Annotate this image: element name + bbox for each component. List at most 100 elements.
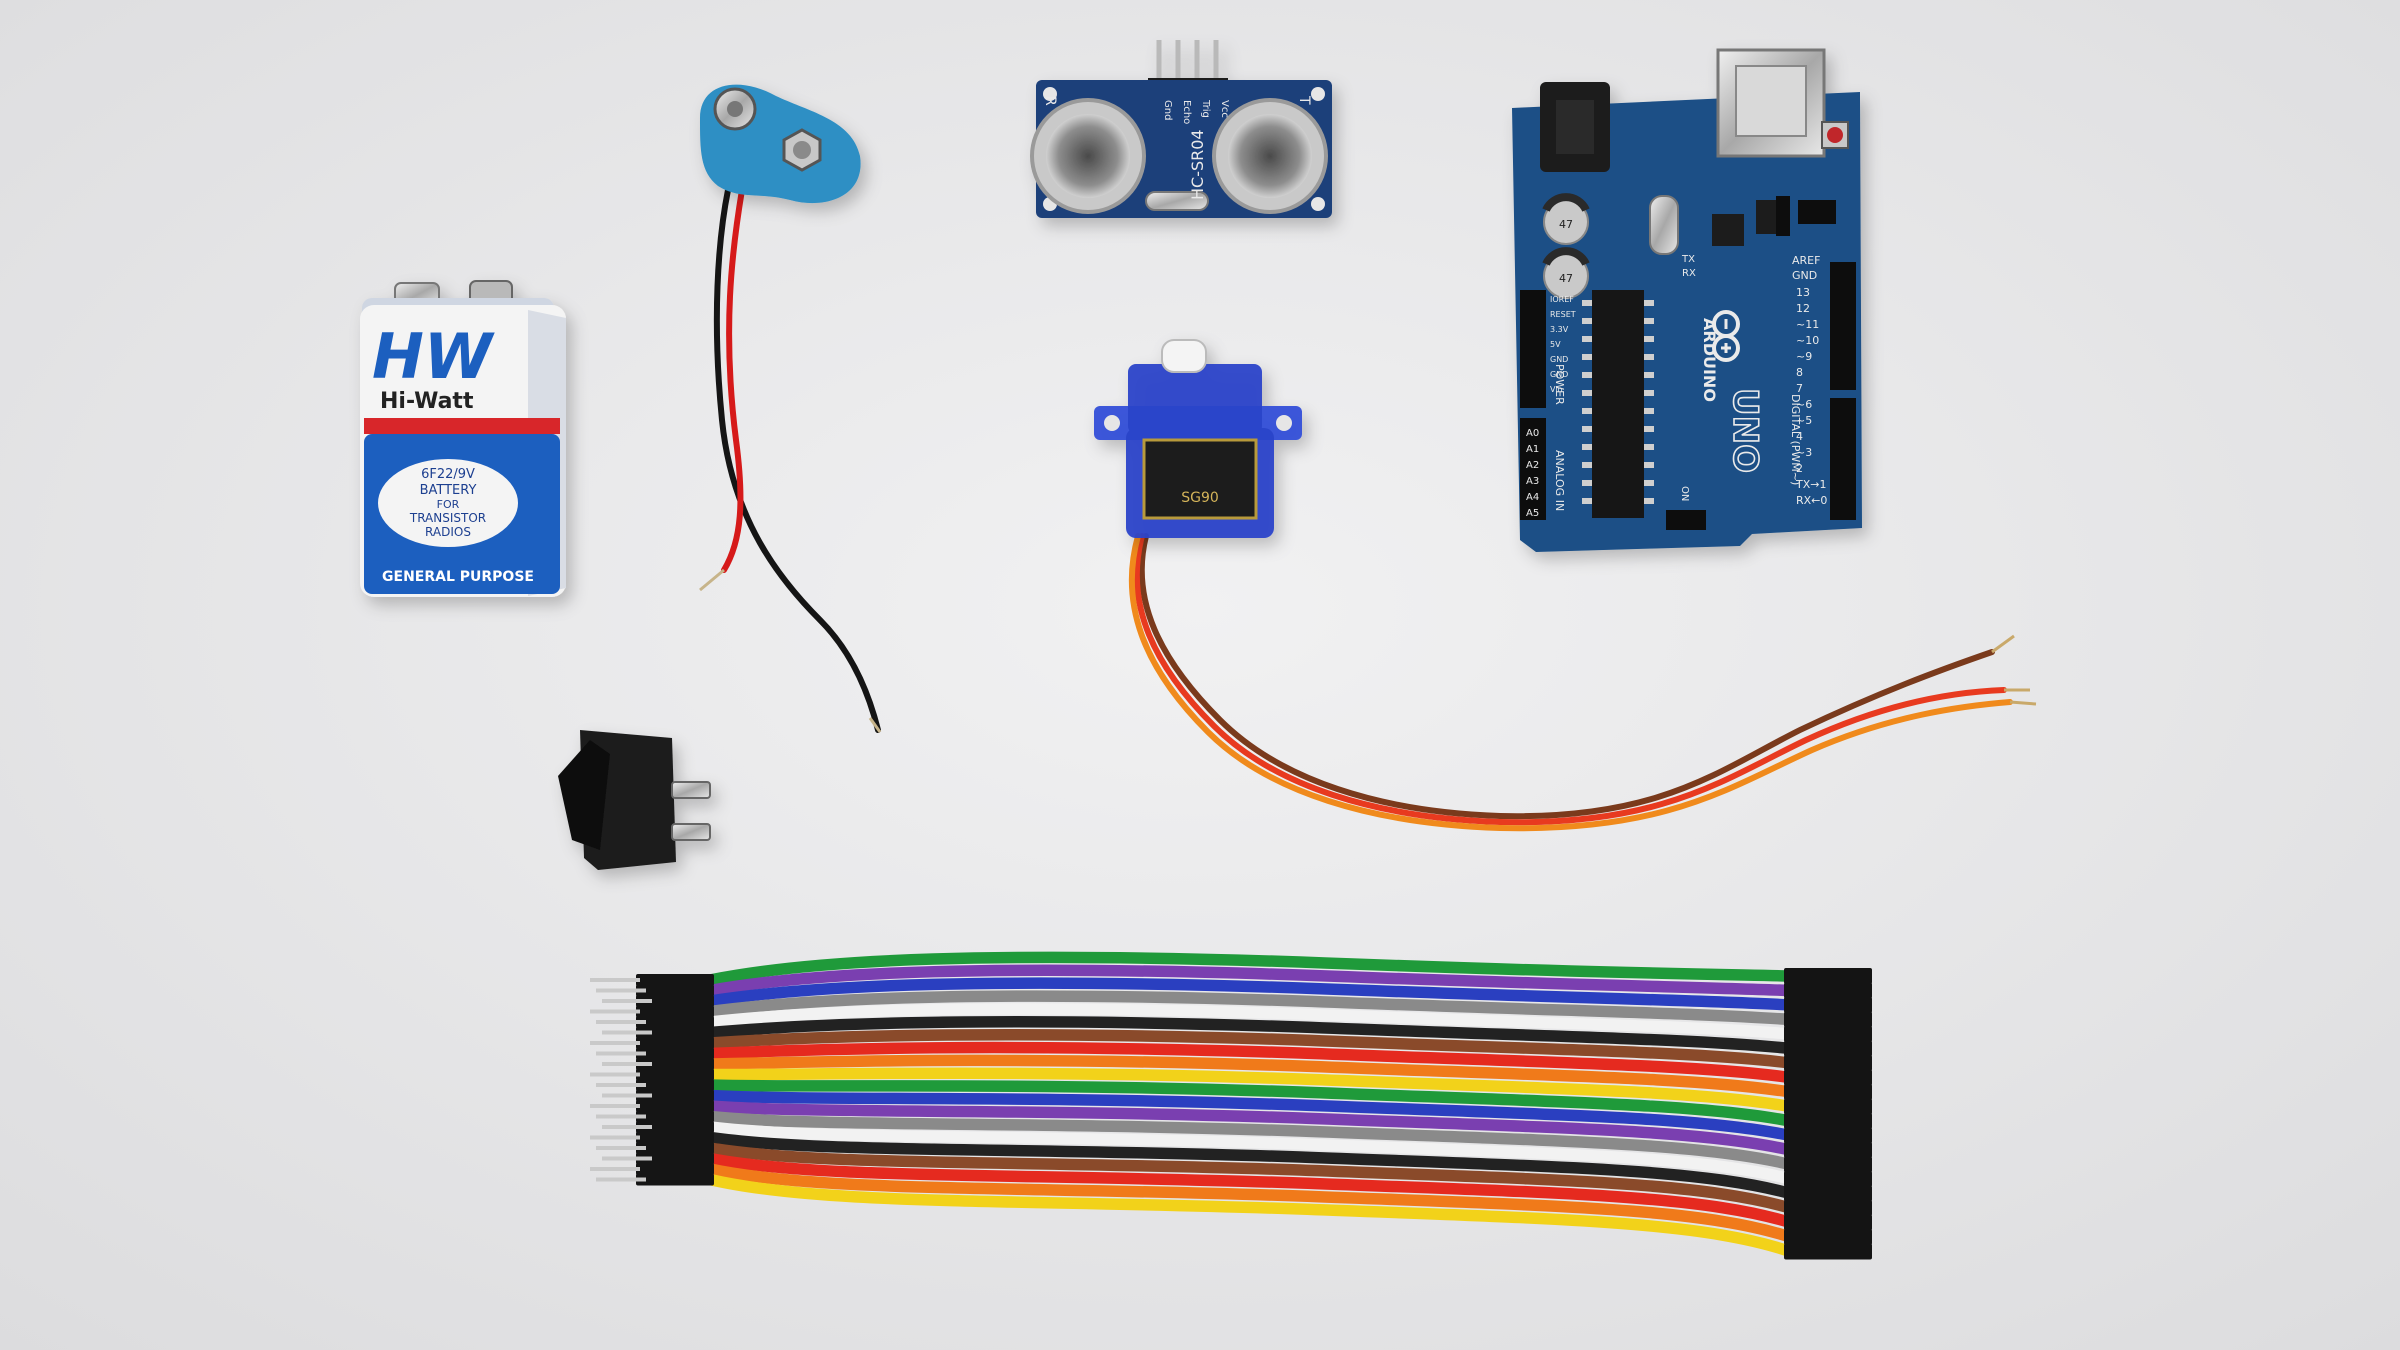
- board-capacitor-2: 47: [1542, 247, 1590, 299]
- jumper-wire: [704, 1100, 1796, 1156]
- jumper-male-pin: [596, 1114, 646, 1119]
- jumper-female-socket: [1784, 1185, 1872, 1202]
- sensor-crystal: [1145, 191, 1209, 211]
- jumper-female-socket: [1784, 968, 1872, 984]
- servo-brown-wire: [1138, 533, 1995, 820]
- board-power-pin-label: GND: [1550, 370, 1568, 379]
- board-digital-pin-label: 13: [1796, 286, 1810, 299]
- jumper-female-socket: [1784, 997, 1872, 1013]
- jumper-male-pin: [590, 1104, 640, 1108]
- jumper-male-pin: [596, 1177, 646, 1182]
- jumper-male-housing: [636, 1131, 714, 1144]
- sensor-pin-label-echo: Echo: [1181, 100, 1192, 124]
- jumper-male-housing: [636, 1016, 714, 1028]
- jumper-male-pin: [596, 988, 646, 993]
- battery-oval-line4: TRANSISTOR: [409, 511, 486, 525]
- battery-oval-line3: FOR: [437, 498, 460, 511]
- jumper-female-socket: [1784, 1214, 1872, 1231]
- jumper-male-pin: [590, 1167, 640, 1171]
- jumper-male-housing: [636, 1058, 714, 1070]
- jumper-wire: [704, 1131, 1796, 1200]
- servo-model-label: SG90: [1181, 490, 1219, 506]
- battery-9v: HW Hi-Watt 6F22/9V BATTERY FOR TRANSISTO…: [360, 280, 566, 597]
- jumper-wire: [704, 1152, 1796, 1229]
- board-analog-header: [1520, 418, 1546, 520]
- board-analog-label: ANALOG IN: [1553, 450, 1566, 511]
- jumper-wire: [704, 977, 1796, 1011]
- board-analog-pin-label: A2: [1526, 460, 1539, 471]
- jumper-wires: [704, 951, 1796, 1258]
- board-power-pin-label: GND: [1550, 355, 1568, 364]
- jumper-female-socket: [1784, 1229, 1872, 1245]
- sensor-mark-r: R: [1042, 96, 1058, 106]
- board-power-pin-label: Vin: [1550, 385, 1563, 394]
- jumper-female-socket: [1784, 1084, 1872, 1100]
- jumper-male-pin: [590, 1072, 640, 1077]
- jumper-male-housing: [636, 974, 714, 986]
- jumper-male-pin: [602, 1156, 652, 1161]
- jumper-male-pin: [602, 1030, 652, 1035]
- jumper-male-housing: [636, 1152, 714, 1165]
- jumper-male-housing: [636, 1121, 714, 1133]
- board-digital-pin-label: ~5: [1796, 414, 1812, 427]
- jumper-female-socket: [1784, 1098, 1872, 1115]
- jumper-wire: [704, 1089, 1796, 1142]
- jumper-male-pin: [590, 978, 640, 982]
- board-power-pin-label: RESET: [1550, 310, 1576, 319]
- jumper-male-pin: [602, 999, 652, 1003]
- jumper-male-housing: [636, 1005, 714, 1018]
- jumper-female-socket: [1784, 1243, 1872, 1260]
- battery-footer: GENERAL PURPOSE: [382, 569, 534, 585]
- board-digital-pin-label: 2: [1796, 462, 1803, 475]
- jumper-wire: [704, 1121, 1796, 1185]
- svg-text:47: 47: [1559, 218, 1573, 231]
- jumper-male-pins: [590, 974, 714, 1186]
- jumper-wire: [704, 1173, 1796, 1258]
- board-digital-header-top: [1830, 262, 1856, 390]
- board-power-pin-label: IOREF: [1550, 295, 1574, 304]
- arduino-logo-icon: [1712, 310, 1740, 362]
- board-capacitor-1: 47: [1542, 193, 1590, 245]
- jumper-wire-bundle: [590, 951, 1872, 1260]
- jumper-male-pin: [602, 1062, 652, 1066]
- board-digital-pin-label: ~9: [1796, 350, 1812, 363]
- jumper-female-socket: [1784, 1200, 1872, 1216]
- jumper-male-housing: [636, 1026, 714, 1039]
- jumper-male-housing: [636, 1163, 714, 1175]
- jumper-wire: [704, 1041, 1796, 1084]
- jumper-male-housing: [636, 1100, 714, 1112]
- board-model-label: UNO: [1725, 388, 1765, 473]
- board-digital-header-bottom: [1830, 398, 1856, 520]
- board-digital-label: DIGITAL (PWM~): [1789, 394, 1802, 485]
- servo-motor: SG90: [1094, 339, 2037, 832]
- board-power-pin-label: 5V: [1550, 340, 1561, 349]
- rocker-switch: [558, 730, 711, 870]
- jumper-female-sockets: [1784, 968, 1872, 1260]
- servo-top-housing: [1128, 364, 1262, 434]
- board-digital-pin-label: TX→1: [1795, 478, 1826, 491]
- jumper-wire: [704, 1067, 1796, 1113]
- board-crystal: [1649, 195, 1679, 255]
- jumper-female-socket: [1784, 1055, 1872, 1071]
- jumper-wire: [704, 964, 1796, 997]
- board-on-label: ON: [1679, 486, 1690, 501]
- jumper-male-pin: [596, 1051, 646, 1056]
- board-brand-label: ARDUINO: [1700, 318, 1719, 402]
- jumper-female-socket: [1784, 1127, 1872, 1144]
- board-digital-pin-label: ~10: [1796, 334, 1819, 347]
- switch-terminal-bottom: [671, 823, 711, 841]
- board-reset-button: [1821, 121, 1849, 149]
- jumper-male-pin: [602, 1093, 652, 1098]
- snap-black-wire: [713, 187, 881, 733]
- jumper-male-housing: [636, 1089, 714, 1102]
- jumper-wire: [704, 1028, 1796, 1069]
- board-analog-pin-label: A1: [1526, 444, 1539, 455]
- battery-oval-line2: BATTERY: [420, 483, 477, 498]
- jumper-male-pin: [602, 1125, 652, 1129]
- jumper-male-pin: [590, 1009, 640, 1014]
- jumper-female-socket: [1784, 1142, 1872, 1158]
- jumper-wire: [704, 1142, 1796, 1214]
